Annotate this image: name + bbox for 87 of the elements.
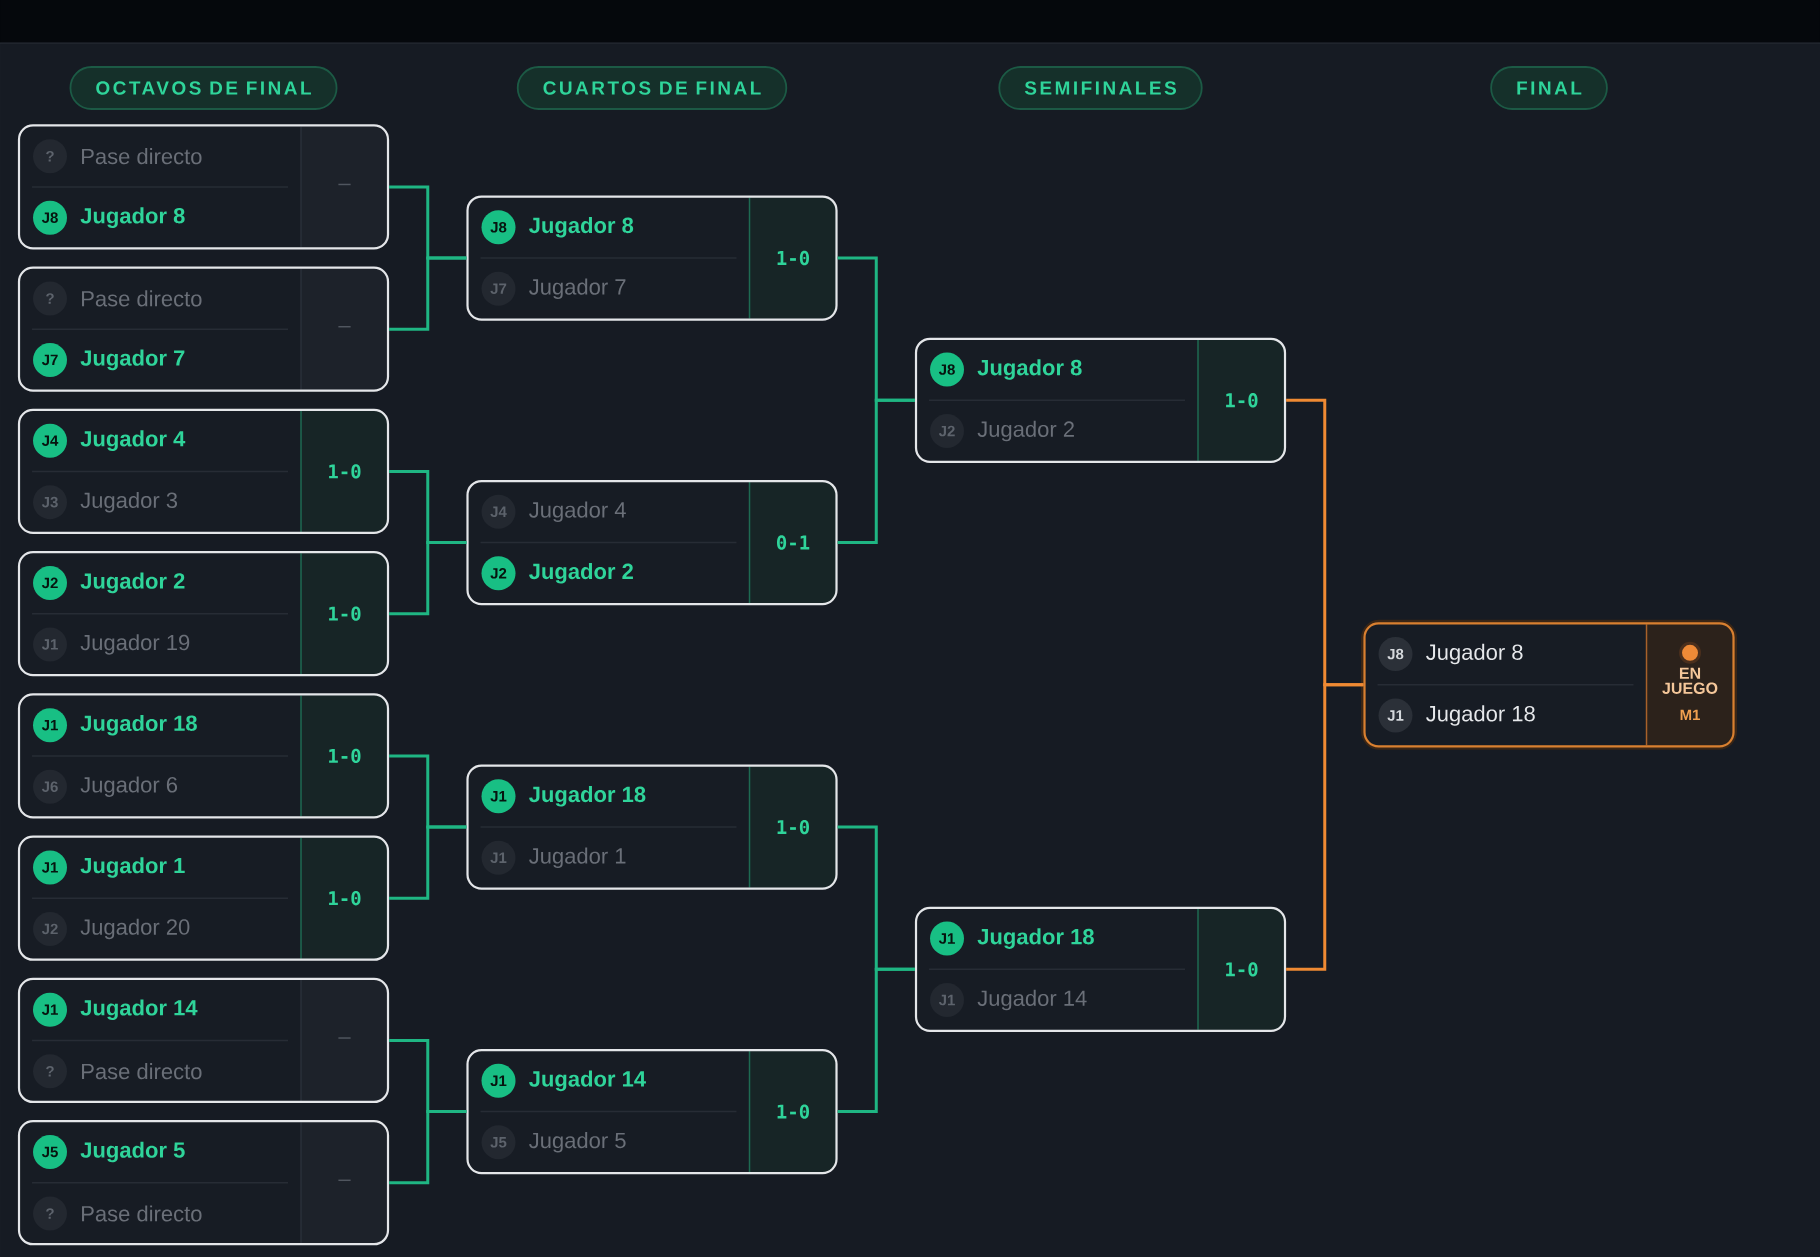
score-label: – (338, 1037, 351, 1039)
player-name: Jugador 6 (80, 776, 178, 797)
score-label: – (338, 1179, 351, 1182)
score-label: 1-0 (329, 891, 361, 906)
avatar-badge: ? (33, 281, 67, 316)
player-name: Jugador 2 (80, 572, 185, 594)
avatar-badge: J8 (930, 352, 964, 387)
avatar-badge: J2 (33, 565, 67, 600)
avatar-badge: J1 (33, 627, 67, 662)
player-name: Jugador 2 (977, 420, 1074, 442)
status-label: EN JUEGO (1662, 667, 1718, 694)
connector-line (389, 825, 467, 900)
avatar-badge: J8 (1378, 637, 1413, 672)
avatar-badge: J4 (481, 494, 516, 529)
avatar-badge: ? (33, 1196, 67, 1231)
avatar-badge: J3 (33, 485, 67, 520)
score-label: 1-0 (329, 606, 361, 621)
score-label: 1-0 (777, 250, 809, 266)
player-name: Jugador 18 (529, 786, 646, 807)
player-name: Jugador 3 (80, 491, 178, 513)
player-name: Jugador 7 (529, 278, 626, 300)
player-name: Jugador 14 (529, 1070, 646, 1092)
player-name: Pase directo (82, 1205, 202, 1222)
match-code: M1 (1680, 709, 1700, 720)
avatar-badge: J5 (33, 1134, 67, 1169)
avatar-badge: J8 (481, 210, 516, 245)
score-label: – (338, 326, 351, 328)
player-name: Jugador 1 (80, 857, 185, 878)
player-name: Jugador 8 (1426, 643, 1523, 665)
player-name: Jugador 19 (80, 634, 190, 655)
player-name: Jugador 1 (529, 847, 626, 869)
avatar-badge: J5 (481, 1125, 516, 1160)
avatar-badge: ? (33, 139, 67, 174)
avatar-badge: J1 (33, 850, 67, 885)
score-label: 1-0 (329, 748, 361, 764)
player-name: Pase directo (82, 1063, 202, 1080)
score-label: 1-0 (1226, 962, 1258, 977)
player-name: Jugador 4 (529, 501, 626, 523)
player-name: Jugador 8 (529, 216, 634, 238)
round-label: CUARTOS DE FINAL (516, 66, 788, 110)
player-name: Jugador 8 (80, 207, 185, 228)
avatar-badge: J8 (33, 200, 67, 235)
avatar-badge: J1 (481, 779, 516, 814)
score-label: – (338, 183, 351, 186)
player-name: Jugador 14 (80, 999, 198, 1020)
avatar-badge: J1 (481, 1063, 516, 1098)
score-label: 0-1 (777, 535, 810, 550)
avatar-badge: J1 (930, 921, 964, 956)
avatar-badge: J7 (33, 342, 67, 377)
score-label: 1-0 (329, 464, 361, 479)
connector-line (389, 541, 467, 616)
score-label: 1-0 (777, 1104, 809, 1119)
connector-line (389, 256, 467, 331)
connector-line (837, 398, 915, 545)
player-name: Jugador 20 (80, 918, 190, 940)
avatar-badge: J2 (33, 911, 67, 946)
connector-line (837, 967, 915, 1114)
avatar-badge: J2 (930, 414, 964, 449)
avatar-badge: J1 (481, 840, 516, 875)
connector-line (389, 1110, 467, 1185)
player-name: Jugador 5 (529, 1132, 626, 1153)
round-label: OCTAVOS DE FINAL (69, 66, 338, 110)
avatar-badge: J1 (33, 708, 67, 743)
player-name: Jugador 5 (80, 1141, 185, 1163)
round-label: SEMIFINALES (998, 66, 1203, 110)
player-name: Jugador 18 (80, 714, 197, 736)
score-label: 1-0 (777, 819, 809, 835)
player-name: Pase directo (82, 148, 202, 165)
connector-line (1286, 683, 1364, 971)
player-name: Jugador 8 (977, 359, 1082, 380)
player-name: Jugador 7 (80, 349, 185, 371)
score-label: 1-0 (1226, 393, 1258, 408)
player-name: Jugador 4 (80, 430, 186, 451)
player-name: Jugador 18 (1426, 705, 1535, 726)
player-name: Jugador 14 (977, 989, 1087, 1011)
player-name: Pase directo (82, 290, 202, 307)
player-name: Jugador 2 (529, 563, 633, 584)
round-label: FINAL (1490, 66, 1608, 110)
avatar-badge: J6 (33, 769, 67, 804)
avatar-badge: J7 (481, 271, 516, 306)
avatar-badge: J1 (930, 983, 964, 1018)
avatar-badge: J4 (33, 423, 67, 458)
avatar-badge: J2 (481, 556, 516, 591)
avatar-badge: J1 (1378, 698, 1413, 733)
avatar-badge: J1 (33, 992, 67, 1027)
player-name: Jugador 18 (977, 928, 1094, 949)
avatar-badge: ? (33, 1054, 67, 1089)
